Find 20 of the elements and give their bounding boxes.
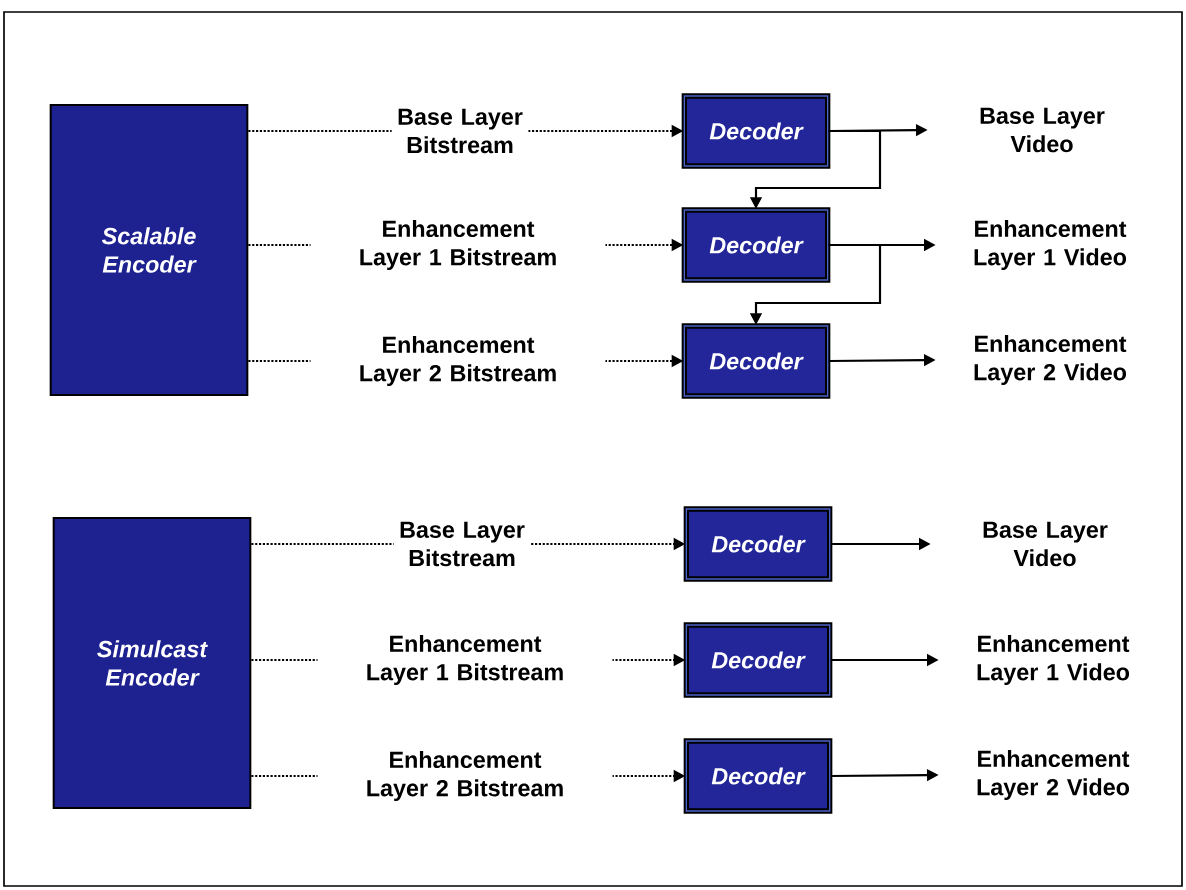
output-label: Enhancement Layer 2 Video	[977, 749, 1130, 801]
edge-label: Enhancement Layer 2 Bitstream	[310, 334, 606, 388]
edge-label: Base Layer Bitstream	[393, 520, 531, 568]
edge-label: Enhancement Layer 1 Bitstream	[310, 218, 606, 272]
decoder-box: Decoder	[681, 93, 831, 169]
decoder-box: Decoder	[683, 506, 833, 582]
output-label: Enhancement Layer 1 Video	[977, 634, 1130, 686]
output-label: Enhancement Layer 2 Video	[974, 334, 1127, 386]
output-label: Base Layer Video	[983, 521, 1108, 567]
decoder-box: Decoder	[681, 207, 831, 283]
decoder-box: Decoder	[681, 323, 831, 399]
output-label: Base Layer Video	[980, 107, 1105, 153]
edge-label: Base Layer Bitstream	[391, 107, 529, 155]
edge-label: Enhancement Layer 2 Bitstream	[317, 749, 613, 803]
decoder-box: Decoder	[683, 622, 833, 698]
decoder-box: Decoder	[683, 738, 833, 814]
encoder-box: Scalable Encoder	[49, 104, 249, 396]
encoder-box: Simulcast Encoder	[52, 517, 252, 809]
output-label: Enhancement Layer 1 Video	[974, 219, 1127, 271]
edge-label: Enhancement Layer 1 Bitstream	[317, 633, 613, 687]
